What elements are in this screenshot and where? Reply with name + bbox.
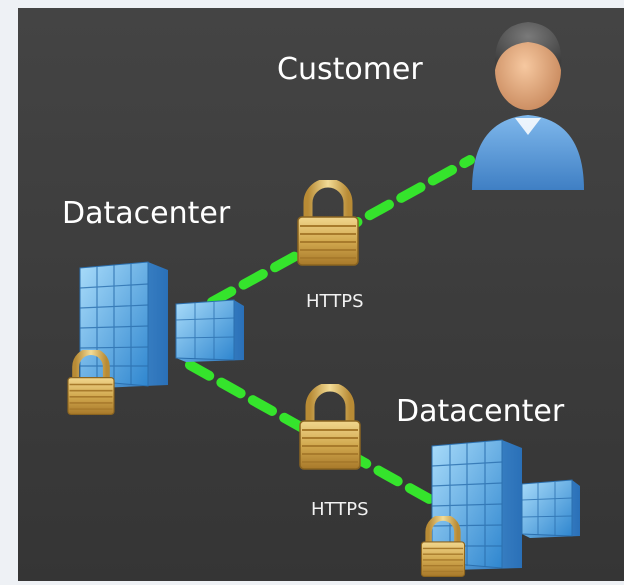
datacenter-label-primary: Datacenter [62, 196, 231, 231]
person-icon [472, 22, 584, 190]
https-label-top: HTTPS [306, 291, 364, 312]
customer-label: Customer [277, 52, 423, 87]
datacenter-label-secondary: Datacenter [396, 394, 565, 429]
building-icon [431, 439, 580, 570]
https-label-bottom: HTTPS [311, 499, 369, 520]
